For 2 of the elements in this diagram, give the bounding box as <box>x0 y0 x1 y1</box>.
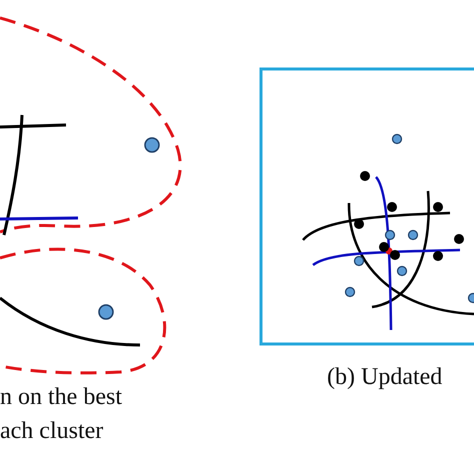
caption-text: n on the best ach cluster <box>0 383 123 446</box>
caption-text: (b) Updated <box>327 363 442 392</box>
